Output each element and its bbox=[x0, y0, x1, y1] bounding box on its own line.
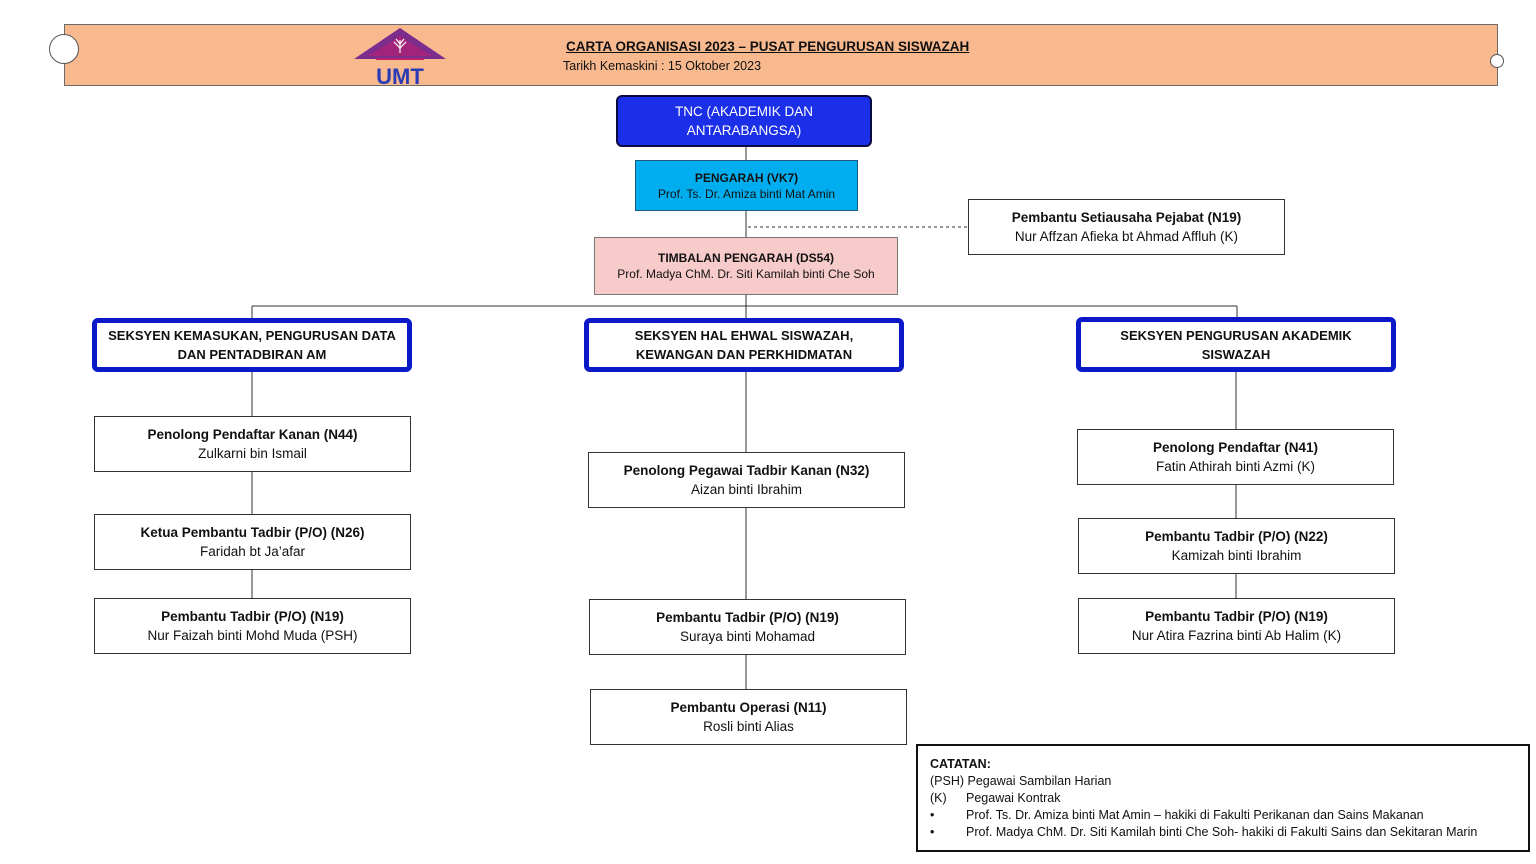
staff-box: Pembantu Operasi (N11) Rosli binti Alias bbox=[590, 689, 907, 745]
pengarah-title: PENGARAH (VK7) bbox=[694, 170, 799, 185]
note-bullet: • Prof. Madya ChM. Dr. Siti Kamilah binti… bbox=[930, 824, 1516, 841]
staff-title: Penolong Pegawai Tadbir Kanan (N32) bbox=[623, 463, 870, 478]
tnc-title: TNC (AKADEMIK DAN ANTARABANGSA) bbox=[674, 104, 813, 138]
staff-box: Pembantu Tadbir (P/O) (N19) Nur Atira Fa… bbox=[1078, 598, 1395, 654]
note-text: Prof. Madya ChM. Dr. Siti Kamilah binti … bbox=[966, 825, 1478, 839]
staff-title: Penolong Pendaftar (N41) bbox=[1152, 440, 1319, 455]
last-updated: Tarikh Kemaskini : 15 Oktober 2023 bbox=[563, 59, 762, 73]
staff-box: Penolong Pegawai Tadbir Kanan (N32) Aiza… bbox=[588, 452, 905, 508]
staff-name: Nur Atira Fazrina binti Ab Halim (K) bbox=[1131, 628, 1342, 643]
secretary-name: Nur Affzan Afieka bt Ahmad Affluh (K) bbox=[1014, 229, 1239, 244]
svg-text:UMT: UMT bbox=[376, 64, 424, 86]
ring-left-icon bbox=[49, 34, 79, 64]
staff-title: Pembantu Tadbir (P/O) (N22) bbox=[1145, 529, 1328, 544]
staff-title: Ketua Pembantu Tadbir (P/O) (N26) bbox=[140, 525, 365, 540]
staff-box: Pembantu Tadbir (P/O) (N22) Kamizah bint… bbox=[1078, 518, 1395, 574]
timbalan-title: TIMBALAN PENGARAH (DS54) bbox=[657, 251, 834, 265]
secretary-box: Pembantu Setiausaha Pejabat (N19) Nur Af… bbox=[968, 199, 1285, 255]
header-banner bbox=[64, 24, 1498, 86]
staff-name: Nur Faizah binti Mohd Muda (PSH) bbox=[147, 628, 358, 643]
tnc-box: TNC (AKADEMIK DAN ANTARABANGSA) bbox=[616, 95, 872, 147]
timbalan-box: TIMBALAN PENGARAH (DS54) Prof. Madya ChM… bbox=[594, 237, 898, 295]
section-title: SEKSYEN KEMASUKAN, PENGURUSAN DATA DAN P… bbox=[108, 328, 396, 362]
staff-box: Pembantu Tadbir (P/O) (N19) Suraya binti… bbox=[589, 599, 906, 655]
note-text: Pegawai Kontrak bbox=[966, 791, 1061, 805]
staff-name: Kamizah binti Ibrahim bbox=[1171, 548, 1302, 563]
notes-heading: CATATAN: bbox=[930, 757, 991, 771]
secretary-title: Pembantu Setiausaha Pejabat (N19) bbox=[1011, 210, 1242, 225]
staff-title: Pembantu Tadbir (P/O) (N19) bbox=[1145, 609, 1328, 624]
staff-title: Pembantu Tadbir (P/O) (N19) bbox=[161, 609, 344, 624]
staff-box: Ketua Pembantu Tadbir (P/O) (N26) Farida… bbox=[94, 514, 411, 570]
staff-name: Faridah bt Ja’afar bbox=[199, 544, 306, 559]
staff-box: Penolong Pendaftar Kanan (N44) Zulkarni … bbox=[94, 416, 411, 472]
staff-title: Penolong Pendaftar Kanan (N44) bbox=[147, 427, 358, 442]
timbalan-name: Prof. Madya ChM. Dr. Siti Kamilah binti … bbox=[617, 267, 875, 281]
note-key: (K) bbox=[930, 791, 947, 805]
section-box-affairs: SEKSYEN HAL EHWAL SISWAZAH, KEWANGAN DAN… bbox=[584, 318, 904, 372]
section-title: SEKSYEN HAL EHWAL SISWAZAH, KEWANGAN DAN… bbox=[634, 328, 854, 362]
note-key: (PSH) bbox=[930, 774, 965, 788]
staff-title: Pembantu Operasi (N11) bbox=[670, 700, 827, 715]
staff-name: Aizan binti Ibrahim bbox=[690, 482, 803, 497]
staff-box: Penolong Pendaftar (N41) Fatin Athirah b… bbox=[1077, 429, 1394, 485]
note-k: (K) Pegawai Kontrak bbox=[930, 790, 1516, 807]
pengarah-box: PENGARAH (VK7) Prof. Ts. Dr. Amiza binti… bbox=[635, 160, 858, 211]
staff-box: Pembantu Tadbir (P/O) (N19) Nur Faizah b… bbox=[94, 598, 411, 654]
ring-right-icon bbox=[1490, 54, 1504, 68]
section-title: SEKSYEN PENGURUSAN AKADEMIK SISWAZAH bbox=[1120, 327, 1352, 362]
staff-name: Fatin Athirah binti Azmi (K) bbox=[1155, 459, 1316, 474]
note-text: Pegawai Sambilan Harian bbox=[967, 774, 1112, 788]
section-box-academic: SEKSYEN PENGURUSAN AKADEMIK SISWAZAH bbox=[1076, 317, 1396, 372]
bullet-icon: • bbox=[930, 808, 935, 822]
staff-title: Pembantu Tadbir (P/O) (N19) bbox=[656, 610, 839, 625]
notes-box: CATATAN: (PSH) Pegawai Sambilan Harian (… bbox=[916, 744, 1530, 852]
umt-logo: UMT bbox=[350, 26, 450, 89]
note-text: Prof. Ts. Dr. Amiza binti Mat Amin – hak… bbox=[966, 808, 1424, 822]
section-box-admissions: SEKSYEN KEMASUKAN, PENGURUSAN DATA DAN P… bbox=[92, 318, 412, 372]
staff-name: Rosli binti Alias bbox=[703, 719, 794, 734]
note-bullet: • Prof. Ts. Dr. Amiza binti Mat Amin – ha… bbox=[930, 807, 1516, 824]
bullet-icon: • bbox=[930, 825, 935, 839]
pengarah-name: Prof. Ts. Dr. Amiza binti Mat Amin bbox=[657, 186, 836, 201]
staff-name: Zulkarni bin Ismail bbox=[198, 446, 307, 461]
page-title: CARTA ORGANISASI 2023 – PUSAT PENGURUSAN… bbox=[566, 39, 970, 54]
note-psh: (PSH) Pegawai Sambilan Harian bbox=[930, 773, 1516, 790]
staff-name: Suraya binti Mohamad bbox=[679, 629, 816, 644]
